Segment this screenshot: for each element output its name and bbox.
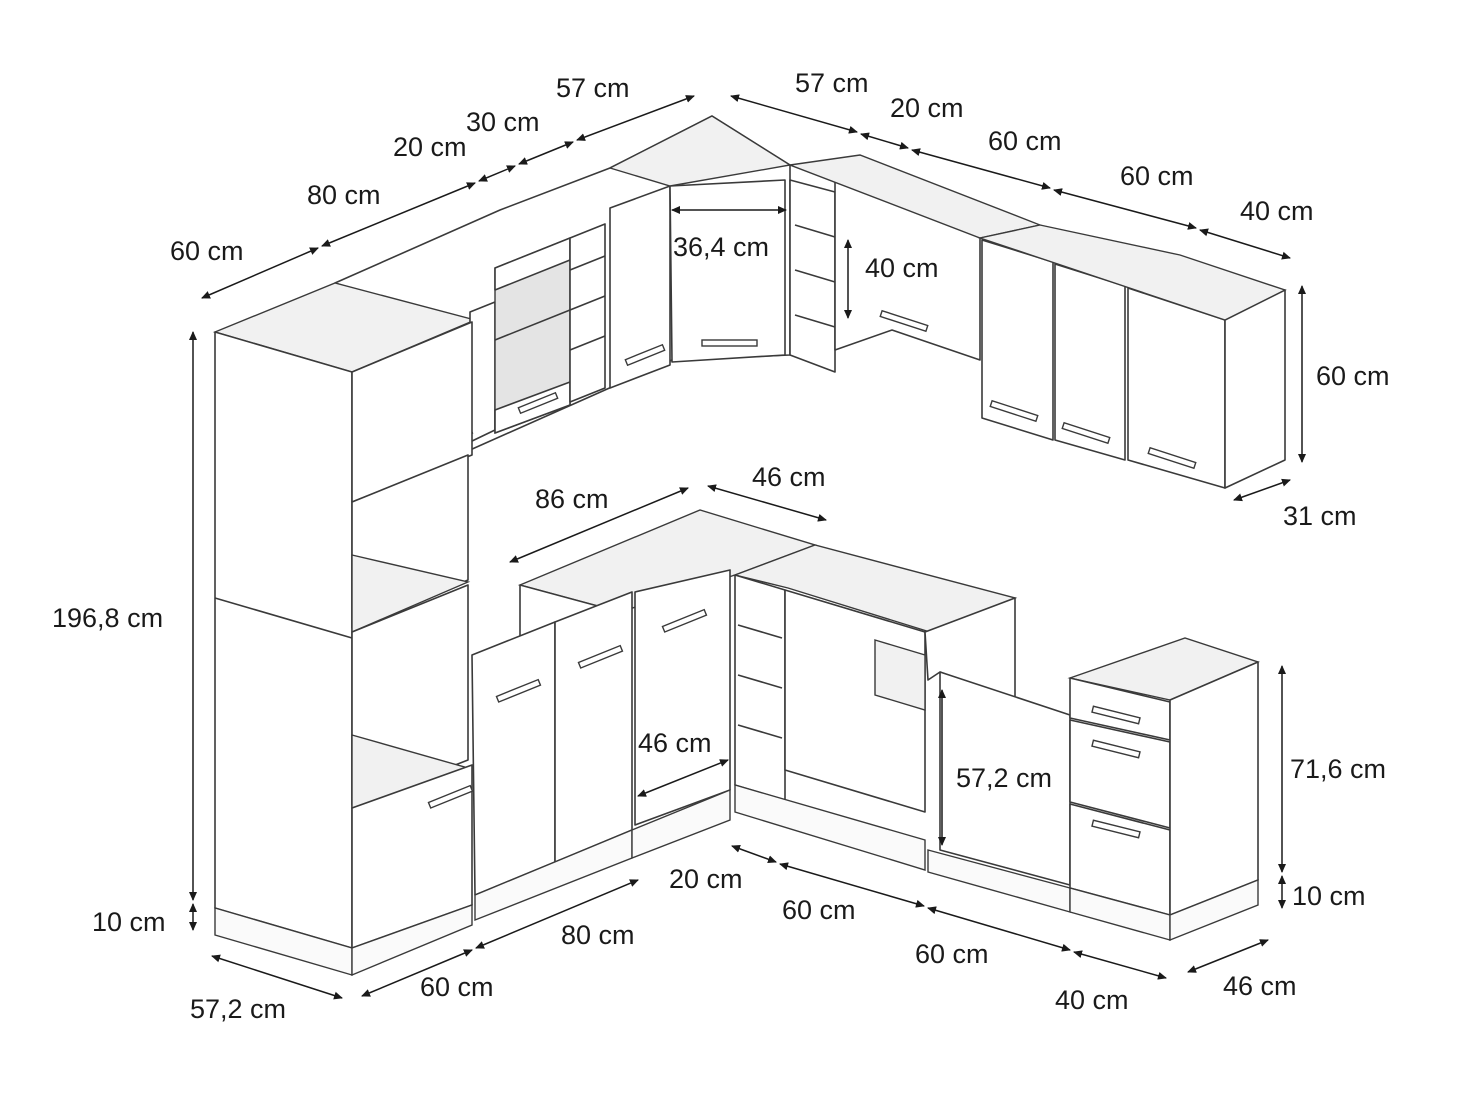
wall-cabinets [212, 115, 1287, 489]
dim-top-right-2: 20 cm [890, 93, 964, 123]
dim-bottom-right-1: 20 cm [669, 864, 743, 894]
dim-tall-depth: 57,2 cm [190, 994, 286, 1024]
dim-corner-wall-inner: 36,4 cm [673, 232, 769, 262]
dim-top-right-3: 60 cm [988, 126, 1062, 156]
dim-tall-height: 196,8 cm [52, 603, 163, 633]
dim-top-right-1: 57 cm [795, 68, 869, 98]
tall-cabinet [214, 321, 474, 977]
base-door-2 [554, 591, 633, 863]
open-shelf-wall [569, 223, 606, 403]
dim-base-height: 71,6 cm [1290, 754, 1386, 784]
base-corner-door [634, 569, 731, 826]
dim-top-right-4: 60 cm [1120, 161, 1194, 191]
dim-top-right-5: 40 cm [1240, 196, 1314, 226]
dim-plinth-right: 10 cm [1292, 881, 1366, 911]
dim-top-left-2: 80 cm [307, 180, 381, 210]
dim-bottom-left-2: 80 cm [561, 920, 635, 950]
dimension-labels: 60 cm 80 cm 20 cm 30 cm 57 cm 57 cm 20 c… [52, 68, 1390, 1024]
dim-bottom-right-4: 40 cm [1055, 985, 1129, 1015]
dimension-lines [189, 94, 1306, 1000]
wall-cabinet-end [469, 301, 496, 443]
dim-top-left-3: 20 cm [393, 132, 467, 162]
dim-top-left-4: 30 cm [466, 107, 540, 137]
base-cabinets [471, 509, 1260, 942]
dim-base-corner-length: 86 cm [535, 484, 609, 514]
dim-bottom-right-3: 60 cm [915, 939, 989, 969]
tall-top-door [351, 321, 473, 503]
dim-top-left-1: 60 cm [170, 236, 244, 266]
dim-top-left-5: 57 cm [556, 73, 630, 103]
wall-side [1224, 289, 1286, 489]
corner-wall-door [669, 179, 786, 363]
dim-bottom-right-2: 60 cm [782, 895, 856, 925]
base-door-1 [471, 621, 556, 896]
dim-oven-unit-height: 57,2 cm [956, 763, 1052, 793]
dim-base-corner-depth: 46 cm [752, 462, 826, 492]
dim-wall-depth: 31 cm [1283, 501, 1357, 531]
dim-base-corner-inner: 46 cm [638, 728, 712, 758]
dim-base-depth: 46 cm [1223, 971, 1297, 1001]
dim-bottom-left-1: 60 cm [420, 972, 494, 1002]
dim-wall-short-height: 40 cm [865, 253, 939, 283]
wall-door-left [609, 185, 671, 389]
dim-wall-height: 60 cm [1316, 361, 1390, 391]
dim-plinth-left: 10 cm [92, 907, 166, 937]
